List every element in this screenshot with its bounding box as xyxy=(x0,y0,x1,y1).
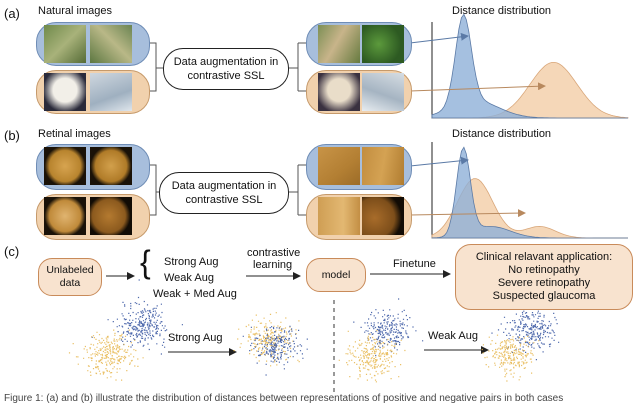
aug-option: Strong Aug xyxy=(164,256,219,268)
scatter-cluster xyxy=(353,298,424,357)
strong-aug-label: Strong Aug xyxy=(168,332,223,344)
aug-option: Weak + Med Aug xyxy=(153,288,237,300)
positive-pair-distribution xyxy=(431,13,628,119)
clinical-item: No retinopathy xyxy=(508,264,580,276)
brace-glyph: { xyxy=(140,244,151,280)
clinical-item: Severe retinopathy xyxy=(497,277,591,289)
augmented-retinal-thumb xyxy=(318,197,360,235)
distribution-arrow xyxy=(409,32,469,44)
scatter-cluster xyxy=(242,325,308,376)
distribution-arrow xyxy=(409,82,546,92)
model-box: model xyxy=(306,258,366,292)
clinical-item: Suspected glaucoma xyxy=(492,290,596,302)
augmentation-line1: Data augmentation in xyxy=(173,56,279,68)
augmented-image-thumb xyxy=(318,73,360,111)
distance-distribution-title-a: Distance distribution xyxy=(452,5,552,17)
scatter-cluster xyxy=(491,306,560,361)
distance-distribution-title-b: Distance distribution xyxy=(452,128,552,140)
retinal-image-thumb xyxy=(90,197,132,235)
retinal-image-thumb xyxy=(44,147,86,185)
augmented-image-thumb xyxy=(318,25,360,63)
contrastive-label: contrastive xyxy=(247,247,301,259)
natural-image-thumb xyxy=(90,25,132,63)
aug-option: Weak Aug xyxy=(164,272,214,284)
figure-caption: Figure 1: (a) and (b) illustrate the dis… xyxy=(4,393,564,404)
learning-label: learning xyxy=(253,259,293,271)
panel-a-letter: (a) xyxy=(4,6,20,21)
natural-images-title: Natural images xyxy=(38,5,112,17)
finetune-label: Finetune xyxy=(393,258,436,270)
scatter-cluster xyxy=(338,329,406,383)
augmentation-line2: contrastive SSL xyxy=(185,194,263,206)
augmented-image-thumb xyxy=(362,25,404,63)
augmented-retinal-thumb xyxy=(362,147,404,185)
augmentation-line2: contrastive SSL xyxy=(187,70,265,82)
panel-b-letter: (b) xyxy=(4,128,20,143)
scatter-cluster xyxy=(481,334,540,382)
augmentation-box-a: Data augmentation in contrastive SSL xyxy=(163,48,289,90)
unlabeled-line1: Unlabeled xyxy=(46,264,94,276)
bracket-connector xyxy=(148,42,163,92)
natural-image-thumb xyxy=(44,25,86,63)
model-label: model xyxy=(321,268,351,281)
augmented-retinal-thumb xyxy=(362,197,404,235)
positive-pair-distribution xyxy=(431,146,628,239)
unlabeled-data-box: Unlabeled data xyxy=(38,258,102,296)
scatter-cluster xyxy=(233,312,300,367)
bracket-connector xyxy=(287,164,306,216)
weak-aug-label: Weak Aug xyxy=(428,330,478,342)
augmented-image-thumb xyxy=(362,73,404,111)
unlabeled-line2: data xyxy=(59,277,81,289)
distribution-arrow xyxy=(409,209,526,218)
bracket-connector xyxy=(287,42,306,92)
natural-image-thumb xyxy=(90,73,132,111)
natural-image-thumb xyxy=(44,73,86,111)
panel-c-letter: (c) xyxy=(4,244,20,259)
clinical-title: Clinical relavant application: xyxy=(475,251,613,263)
retinal-images-title: Retinal images xyxy=(38,128,111,140)
augmentation-line1: Data augmentation in xyxy=(171,180,277,192)
distribution-arrow xyxy=(409,156,469,167)
augmentation-box-b: Data augmentation in contrastive SSL xyxy=(159,172,289,214)
augmented-retinal-thumb xyxy=(318,147,360,185)
scatter-cluster xyxy=(68,329,144,381)
scatter-cluster xyxy=(91,279,183,355)
clinical-application-box: Clinical relavant application: No retino… xyxy=(455,244,633,310)
retinal-image-thumb xyxy=(90,147,132,185)
retinal-image-thumb xyxy=(44,197,86,235)
